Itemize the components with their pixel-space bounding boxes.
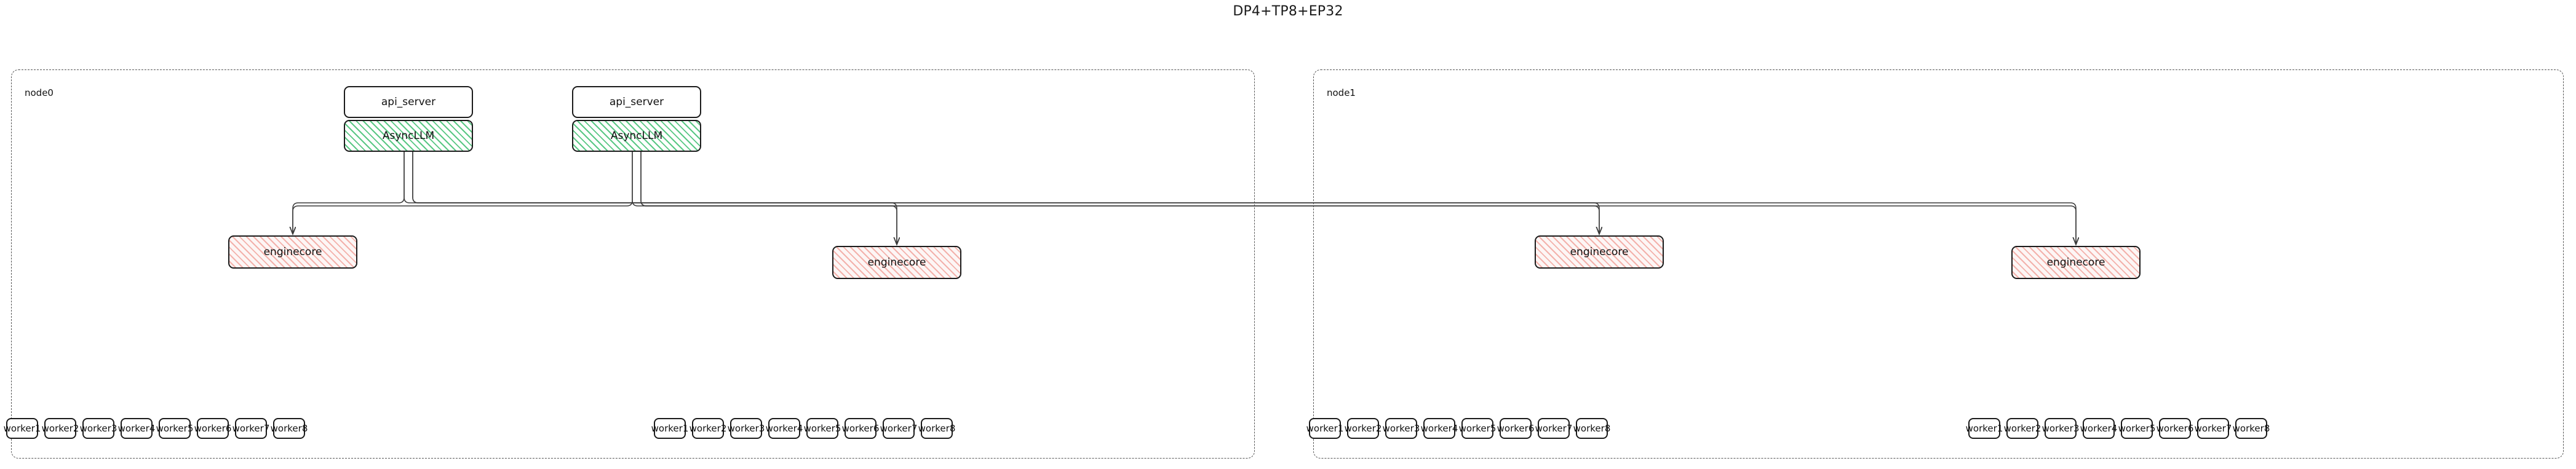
worker-label: worker6 bbox=[841, 423, 880, 434]
worker-label: worker4 bbox=[2080, 423, 2118, 434]
worker-box[interactable]: worker3 bbox=[727, 418, 765, 439]
worker-box[interactable]: worker4 bbox=[117, 418, 156, 439]
enginecore-box-3-label: enginecore bbox=[2046, 256, 2105, 269]
async-llm-box-0-label: AsyncLLM bbox=[382, 130, 435, 142]
async-llm-box-1-label: AsyncLLM bbox=[610, 130, 663, 142]
api-server-box-0[interactable]: api_server bbox=[344, 86, 473, 118]
worker-label: worker1 bbox=[1965, 423, 2003, 434]
worker-box[interactable]: worker4 bbox=[765, 418, 803, 439]
worker-box[interactable]: worker2 bbox=[1344, 418, 1382, 439]
worker-label: worker2 bbox=[689, 423, 727, 434]
worker-box[interactable]: worker1 bbox=[1306, 418, 1344, 439]
worker-label: worker1 bbox=[3, 423, 41, 434]
cluster-node1 bbox=[1313, 69, 2564, 459]
worker-label: worker3 bbox=[79, 423, 117, 434]
worker-box[interactable]: worker2 bbox=[2003, 418, 2041, 439]
worker-label: worker3 bbox=[727, 423, 765, 434]
worker-box[interactable]: worker6 bbox=[2156, 418, 2194, 439]
worker-box[interactable]: worker6 bbox=[1497, 418, 1535, 439]
worker-box[interactable]: worker3 bbox=[79, 418, 117, 439]
worker-box[interactable]: worker4 bbox=[1420, 418, 1458, 439]
worker-label: worker7 bbox=[1535, 423, 1573, 434]
worker-box[interactable]: worker8 bbox=[2232, 418, 2270, 439]
diagram-title: DP4+TP8+EP32 bbox=[1233, 4, 1343, 19]
worker-label: worker6 bbox=[194, 423, 232, 434]
worker-box[interactable]: worker8 bbox=[1573, 418, 1611, 439]
worker-box[interactable]: worker7 bbox=[880, 418, 918, 439]
api-server-box-1[interactable]: api_server bbox=[572, 86, 701, 118]
worker-label: worker7 bbox=[2194, 423, 2232, 434]
worker-box[interactable]: worker3 bbox=[2041, 418, 2080, 439]
enginecore-box-1[interactable]: enginecore bbox=[832, 246, 961, 279]
enginecore-box-2[interactable]: enginecore bbox=[1535, 235, 1664, 269]
worker-label: worker1 bbox=[1306, 423, 1344, 434]
enginecore-box-3[interactable]: enginecore bbox=[2011, 246, 2141, 279]
worker-box[interactable]: worker1 bbox=[651, 418, 689, 439]
worker-label: worker5 bbox=[156, 423, 194, 434]
worker-box[interactable]: worker5 bbox=[2118, 418, 2156, 439]
worker-box[interactable]: worker6 bbox=[194, 418, 232, 439]
cluster-node0 bbox=[11, 69, 1255, 459]
worker-box[interactable]: worker4 bbox=[2080, 418, 2118, 439]
worker-box[interactable]: worker2 bbox=[689, 418, 727, 439]
worker-box[interactable]: worker3 bbox=[1382, 418, 1420, 439]
worker-label: worker5 bbox=[803, 423, 841, 434]
async-llm-box-1[interactable]: AsyncLLM bbox=[572, 120, 701, 152]
api-server-box-0-label: api_server bbox=[381, 96, 436, 108]
cluster-label-node0: node0 bbox=[25, 87, 54, 98]
worker-box[interactable]: worker8 bbox=[270, 418, 308, 439]
worker-label: worker6 bbox=[1497, 423, 1535, 434]
worker-label: worker4 bbox=[117, 423, 156, 434]
worker-label: worker8 bbox=[270, 423, 308, 434]
worker-box[interactable]: worker6 bbox=[841, 418, 880, 439]
api-server-box-1-label: api_server bbox=[609, 96, 664, 108]
worker-box[interactable]: worker8 bbox=[918, 418, 956, 439]
worker-label: worker2 bbox=[1344, 423, 1382, 434]
worker-box[interactable]: worker7 bbox=[1535, 418, 1573, 439]
worker-box[interactable]: worker2 bbox=[41, 418, 79, 439]
worker-box[interactable]: worker7 bbox=[2194, 418, 2232, 439]
enginecore-box-1-label: enginecore bbox=[867, 256, 926, 269]
worker-label: worker3 bbox=[2041, 423, 2080, 434]
worker-label: worker3 bbox=[1382, 423, 1420, 434]
enginecore-box-0-label: enginecore bbox=[263, 246, 322, 258]
worker-label: worker2 bbox=[2003, 423, 2041, 434]
async-llm-box-0[interactable]: AsyncLLM bbox=[344, 120, 473, 152]
worker-label: worker4 bbox=[765, 423, 803, 434]
worker-label: worker4 bbox=[1420, 423, 1458, 434]
worker-box[interactable]: worker5 bbox=[1459, 418, 1496, 439]
worker-label: worker8 bbox=[918, 423, 956, 434]
worker-box[interactable]: worker5 bbox=[803, 418, 841, 439]
worker-label: worker1 bbox=[651, 423, 689, 434]
enginecore-box-0[interactable]: enginecore bbox=[228, 235, 357, 269]
enginecore-box-2-label: enginecore bbox=[1570, 246, 1629, 258]
worker-label: worker8 bbox=[1573, 423, 1611, 434]
worker-box[interactable]: worker1 bbox=[3, 418, 41, 439]
worker-box[interactable]: worker5 bbox=[156, 418, 194, 439]
worker-label: worker8 bbox=[2232, 423, 2270, 434]
cluster-label-node1: node1 bbox=[1327, 87, 1356, 98]
worker-label: worker5 bbox=[2118, 423, 2156, 434]
worker-label: worker5 bbox=[1458, 423, 1497, 434]
worker-label: worker6 bbox=[2156, 423, 2194, 434]
worker-box[interactable]: worker7 bbox=[232, 418, 270, 439]
worker-box[interactable]: worker1 bbox=[1965, 418, 2003, 439]
worker-label: worker7 bbox=[880, 423, 918, 434]
worker-label: worker2 bbox=[41, 423, 79, 434]
worker-label: worker7 bbox=[232, 423, 270, 434]
